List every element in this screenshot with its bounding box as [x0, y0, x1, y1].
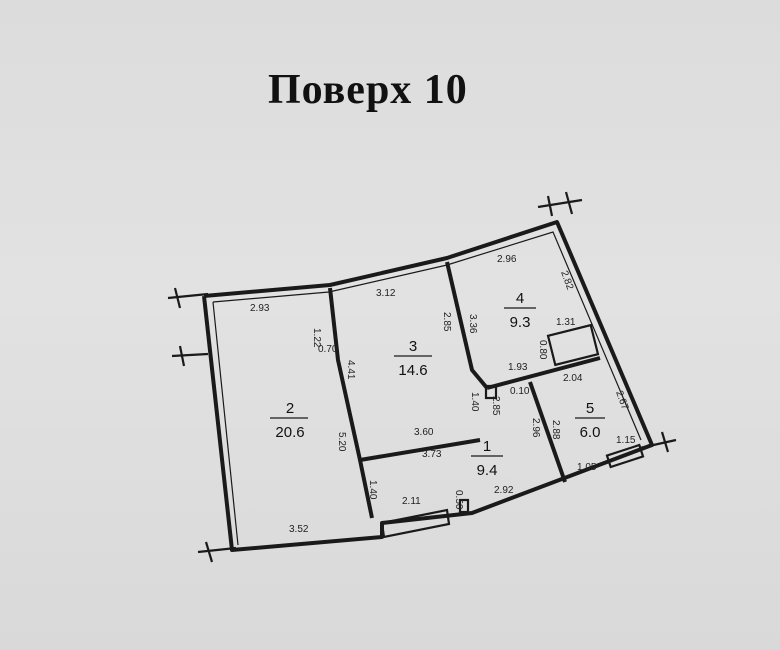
- room-2: 2 20.6: [270, 400, 308, 441]
- partition-4-1: [486, 356, 601, 390]
- room-1: 1 9.4: [471, 438, 503, 479]
- axis-tick: [173, 287, 182, 309]
- dimension-label: 1.93: [508, 362, 528, 373]
- dimension-label: 1.22: [311, 328, 322, 348]
- dimension-label: 2.85: [490, 396, 501, 416]
- dimension-label: 1.31: [556, 317, 576, 328]
- axis-tick: [639, 438, 677, 450]
- partition-1-5: [528, 381, 567, 483]
- room-3-area: 14.6: [398, 362, 427, 379]
- room-4-area: 9.3: [510, 314, 531, 331]
- room-5: 5 6.0: [575, 400, 605, 441]
- shaft-box: [546, 323, 600, 367]
- room-2-number: 2: [286, 400, 294, 417]
- dimension-label: 3.60: [414, 427, 434, 438]
- room-5-number: 5: [586, 400, 594, 417]
- floor-title: Поверх 10: [268, 67, 468, 113]
- dimension-label: 2.11: [402, 496, 421, 507]
- dimension-label: 2.88: [550, 420, 561, 440]
- dimension-label: 0.10: [510, 386, 530, 397]
- axis-tick: [564, 191, 574, 215]
- dimension-label: 2.96: [497, 254, 517, 265]
- dimension-label: 3.36: [467, 314, 478, 334]
- dimension-label: 2.96: [530, 418, 541, 438]
- room-1-area: 9.4: [477, 462, 498, 479]
- axis-tick: [167, 292, 209, 300]
- dimension-label: 1.15: [616, 435, 636, 446]
- axis-tick: [537, 198, 583, 209]
- dimension-label: 2.85: [441, 312, 452, 332]
- vent-box: [605, 443, 645, 469]
- dimension-label: 0.50: [453, 490, 464, 510]
- axis-tick: [197, 546, 237, 554]
- door-mark: [458, 498, 470, 514]
- partition-3-4: [445, 261, 489, 390]
- inner-wall-line-left: [212, 301, 239, 546]
- dimension-label: 2.82: [558, 269, 575, 291]
- dimension-label: 2.93: [250, 303, 270, 314]
- room-3-number: 3: [409, 338, 417, 355]
- room-4: 4 9.3: [504, 290, 536, 331]
- room-4-number: 4: [516, 290, 524, 307]
- dimension-label: 3.73: [422, 449, 442, 460]
- axis-tick: [660, 431, 670, 453]
- dimension-label: 0.80: [537, 340, 548, 360]
- dimension-label: 4.41: [345, 360, 356, 380]
- dimension-label: 3.52: [289, 524, 309, 535]
- column-mark: [484, 384, 498, 400]
- axis-tick: [546, 195, 554, 217]
- dimension-label: 2.92: [494, 485, 514, 496]
- dimension-label: 3.12: [376, 288, 396, 299]
- room-1-number: 1: [483, 438, 491, 455]
- outer-wall: [202, 220, 654, 552]
- axis-tick: [171, 352, 209, 358]
- axis-tick: [204, 541, 214, 563]
- partition-2-3: [328, 287, 374, 519]
- balcony-mark: [380, 508, 451, 539]
- dimension-label: 2.04: [563, 373, 583, 384]
- dimension-label: 1.05: [577, 462, 597, 473]
- axis-tick: [178, 345, 186, 367]
- dimension-label: 1.40: [367, 480, 378, 500]
- dimension-label: 0.70: [318, 344, 338, 355]
- room-3: 3 14.6: [394, 338, 432, 379]
- room-5-area: 6.0: [580, 424, 601, 441]
- room-2-area: 20.6: [275, 424, 304, 441]
- dimension-label: 5.20: [336, 432, 347, 452]
- dimension-label: 1.40: [469, 392, 480, 412]
- partition-3-1: [359, 438, 481, 462]
